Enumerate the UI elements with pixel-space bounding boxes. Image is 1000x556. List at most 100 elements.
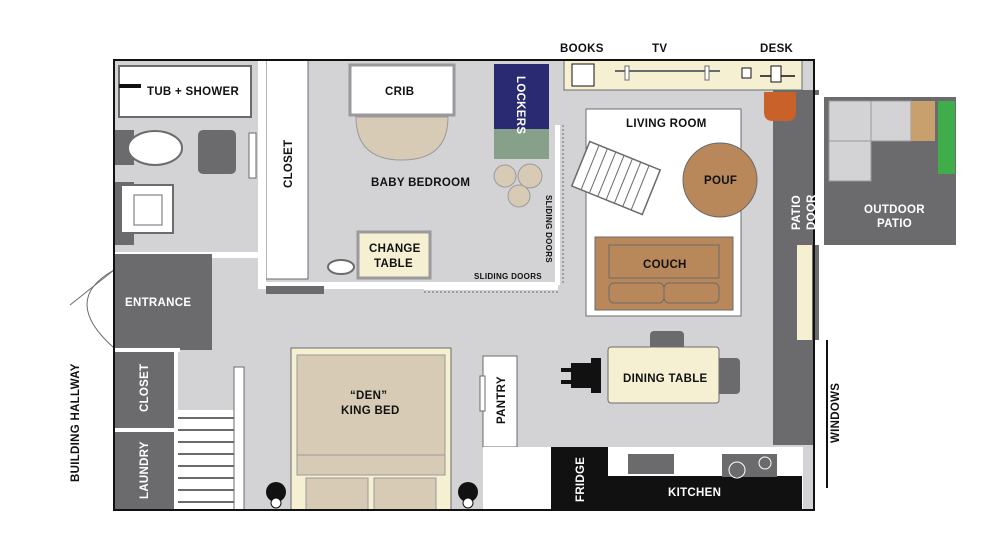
nightstand-lamp-right [458, 482, 478, 502]
den-pillow-2 [373, 477, 437, 511]
label-living-room: LIVING ROOM [626, 118, 707, 130]
label-fridge: FRIDGE [575, 457, 587, 502]
patio-side-table [911, 101, 935, 141]
desk-chair [764, 92, 796, 121]
label-outdoor-patio-2: PATIO [877, 218, 912, 230]
fridge [551, 447, 608, 510]
couch-cushion-2 [663, 282, 720, 304]
bathroom-counter [114, 130, 134, 165]
couch-back [608, 244, 720, 279]
patio-door-frame [814, 95, 824, 245]
label-pantry: PANTRY [496, 376, 508, 424]
nightstand-lamp-right-base [462, 497, 474, 509]
label-patio-door-2: DOOR [806, 194, 818, 230]
label-den-1: “DEN” [350, 390, 387, 402]
bedroom-closet [265, 59, 309, 280]
bedroom-wall-bottom [258, 282, 558, 289]
sink-kitchen [628, 454, 674, 474]
label-patio-door-1: PATIO [791, 195, 803, 230]
entrance-door-swing [86, 269, 115, 349]
label-lockers: LOCKERS [514, 76, 526, 134]
label-pouf: POUF [704, 175, 737, 187]
patio-sofa-seat-3 [828, 140, 872, 182]
laundry-divider [114, 428, 174, 432]
tv-stand-right [704, 65, 710, 81]
label-sliding-doors-vertical: SLIDING DOORS [544, 195, 553, 263]
sink [120, 184, 174, 234]
desk-item [741, 67, 752, 79]
den-bed-fold [296, 454, 446, 476]
burner-2 [758, 456, 772, 470]
label-laundry: LAUNDRY [139, 441, 151, 499]
label-crib: CRIB [385, 86, 414, 98]
window-frame [814, 340, 824, 488]
entrance-door [69, 269, 115, 306]
sink-basin [133, 194, 163, 226]
door-threshold [266, 286, 324, 294]
label-windows: WINDOWS [830, 383, 842, 443]
pouf [682, 142, 758, 218]
label-desk: DESK [760, 43, 794, 55]
label-kitchen: KITCHEN [668, 487, 721, 499]
toilet [127, 130, 183, 166]
change-table [356, 230, 432, 280]
bedroom-lamp [327, 259, 355, 275]
entrance-area [114, 254, 212, 350]
label-tub-shower: TUB + SHOWER [147, 86, 239, 98]
laundry-area [114, 432, 174, 510]
entry-wall [114, 348, 180, 352]
pantry [482, 355, 518, 448]
label-outdoor-patio-1: OUTDOOR [864, 204, 925, 216]
bedroom-wall-left [258, 60, 266, 289]
label-books: BOOKS [560, 43, 604, 55]
dining-chair-right [714, 358, 740, 394]
patio-sofa-seat-1 [828, 100, 872, 142]
outer-wall [113, 59, 815, 511]
label-tv: TV [652, 43, 667, 55]
kitchen-counter [608, 476, 802, 510]
plug-icon [561, 358, 601, 393]
label-couch: COUCH [643, 259, 687, 271]
sliding-door-vertical [555, 125, 560, 285]
desk-lamp-base [770, 65, 782, 83]
crib [348, 63, 456, 117]
bath-mat [198, 130, 236, 174]
den-wall-left [233, 366, 245, 511]
stool-3 [507, 184, 531, 208]
den-pillow-1 [305, 477, 369, 511]
tub [118, 65, 252, 118]
label-closet-bedroom: CLOSET [283, 140, 295, 188]
wall-shelf [563, 59, 803, 91]
couch-cushion-1 [608, 282, 665, 304]
label-change-table-1: CHANGE [369, 243, 421, 255]
crib-rug [355, 116, 449, 161]
label-entrance: ENTRANCE [125, 297, 191, 309]
shelf-lines [178, 417, 244, 503]
label-baby-bedroom: BABY BEDROOM [371, 177, 470, 189]
lockers-bench [494, 129, 549, 159]
label-sliding-doors-horizontal: SLIDING DOORS [474, 272, 542, 281]
tv-stand-left [624, 65, 630, 81]
dining-table [607, 346, 720, 404]
label-change-table-2: TABLE [374, 258, 413, 270]
patio-planter [938, 101, 955, 174]
closet-wall-right [174, 348, 178, 510]
sliding-door-horizontal [424, 286, 558, 290]
label-building-hallway: BUILDING HALLWAY [70, 363, 82, 482]
stool-1 [493, 164, 517, 188]
label-closet-entry: CLOSET [139, 364, 151, 412]
patio-sofa-seat-2 [870, 100, 912, 142]
tub-faucet [119, 84, 141, 88]
books-stack [571, 63, 595, 87]
label-den-2: KING BED [341, 405, 400, 417]
patio-door-strip [773, 90, 819, 445]
window-panel-1 [797, 245, 812, 340]
dining-chair-top [650, 331, 684, 351]
nightstand-lamp-left [266, 482, 286, 502]
window-outer [826, 340, 828, 488]
stove [722, 454, 777, 477]
closet-entry-area [114, 352, 174, 428]
towel-bar [248, 132, 257, 179]
den-bed-cover [296, 354, 446, 456]
